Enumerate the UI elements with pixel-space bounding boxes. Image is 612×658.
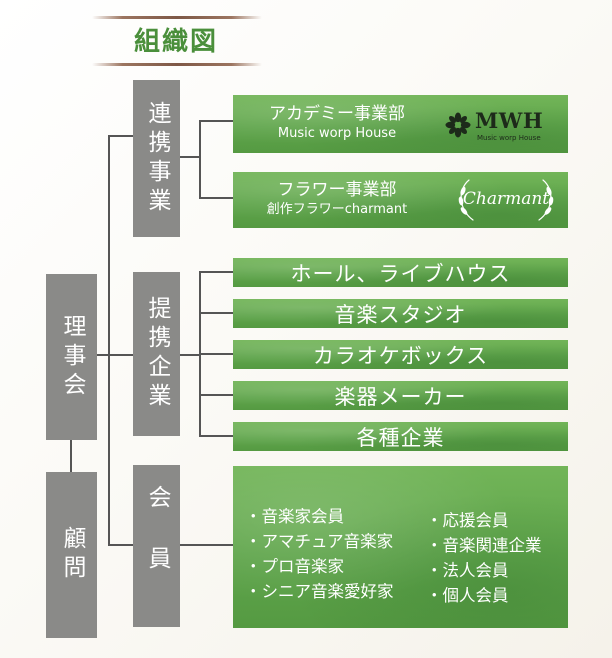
academy-department-name: アカデミー事業部 — [269, 104, 405, 124]
members-label: 会員 — [144, 485, 170, 607]
connector-to-members — [108, 544, 133, 546]
connector-partner-2 — [199, 312, 233, 314]
member-type: ・シニア音楽愛好家 — [245, 582, 394, 601]
member-type: ・アマチュア音楽家 — [245, 532, 394, 551]
member-type: ・法人会員 — [426, 561, 509, 580]
board-label: 理事会 — [59, 313, 85, 401]
member-type: ・応援会員 — [426, 511, 509, 530]
members-box: 会員 — [133, 465, 180, 627]
connector-partner-3 — [199, 353, 233, 355]
academy-department-box: アカデミー事業部 Music worp House MWH Music worp… — [233, 95, 568, 153]
flower-department-subtitle: 創作フラワーcharmant — [266, 202, 408, 217]
flower-department-name: フラワー事業部 — [277, 180, 397, 200]
partner-label: 各種企業 — [356, 425, 445, 450]
member-type: ・プロ音楽家 — [245, 557, 344, 576]
partner-label: 音楽スタジオ — [334, 302, 467, 327]
sponsors-label: 提携企業 — [144, 296, 170, 412]
partnership-box: 連携事業 — [133, 80, 180, 237]
partner-label: カラオケボックス — [312, 343, 489, 368]
member-types-box: ・音楽家会員 ・アマチュア音楽家 ・プロ音楽家 ・シニア音楽愛好家 ・応援会員 … — [233, 466, 568, 628]
partner-label: 楽器メーカー — [334, 384, 467, 409]
connector-board-advisor — [70, 440, 72, 472]
wreath-icon — [458, 179, 554, 221]
connector-to-partnership — [108, 135, 133, 137]
partner-various-companies: 各種企業 — [233, 422, 568, 451]
partner-hall-livehouse: ホール、ライブハウス — [233, 258, 568, 287]
connector-dept-1 — [199, 120, 233, 122]
flower-ornament-icon — [445, 112, 471, 138]
flower-department-box: フラワー事業部 創作フラワーcharmant Charmant — [233, 172, 568, 228]
charmant-logo: Charmant — [451, 175, 561, 225]
connector-partner-4 — [199, 394, 233, 396]
title-rule-top — [92, 16, 262, 19]
page-title: 組織図 — [133, 27, 218, 57]
connector-to-sponsors — [108, 354, 133, 356]
connector-board-stub — [97, 354, 109, 356]
sponsors-box: 提携企業 — [133, 272, 180, 436]
partner-instrument-maker: 楽器メーカー — [233, 381, 568, 410]
academy-department-subtitle: Music worp House — [277, 126, 397, 141]
mwh-logo-mark: MWH — [475, 108, 544, 133]
mwh-logo-tagline: Music worp House — [477, 134, 541, 142]
connector-partner-5 — [199, 435, 233, 437]
member-type: ・音楽家会員 — [245, 507, 344, 526]
advisor-label: 顧問 — [59, 526, 85, 584]
connector-partnership-stub — [180, 156, 200, 158]
member-types-left: ・音楽家会員 ・アマチュア音楽家 ・プロ音楽家 ・シニア音楽愛好家 — [245, 504, 394, 604]
charmant-logo-text: Charmant — [462, 189, 550, 209]
connector-members-link — [180, 544, 233, 546]
title-rule-bottom — [92, 63, 262, 66]
partnership-label: 連携事業 — [144, 100, 170, 217]
connector-dept-2 — [199, 197, 233, 199]
member-type: ・個人会員 — [426, 586, 509, 605]
advisor-box: 顧問 — [46, 472, 97, 638]
partner-label: ホール、ライブハウス — [290, 261, 511, 286]
mwh-logo: MWH Music worp House — [443, 104, 563, 144]
connector-sponsors-stub — [180, 354, 200, 356]
partner-karaoke-box: カラオケボックス — [233, 340, 568, 369]
partner-music-studio: 音楽スタジオ — [233, 299, 568, 328]
connector-partnership-trunk — [199, 120, 201, 198]
connector-main-trunk — [108, 135, 110, 545]
member-types-right: ・応援会員 ・音楽関連企業 ・法人会員 ・個人会員 — [426, 508, 542, 608]
connector-partner-1 — [199, 271, 233, 273]
board-box: 理事会 — [46, 274, 97, 440]
member-type: ・音楽関連企業 — [426, 536, 542, 555]
